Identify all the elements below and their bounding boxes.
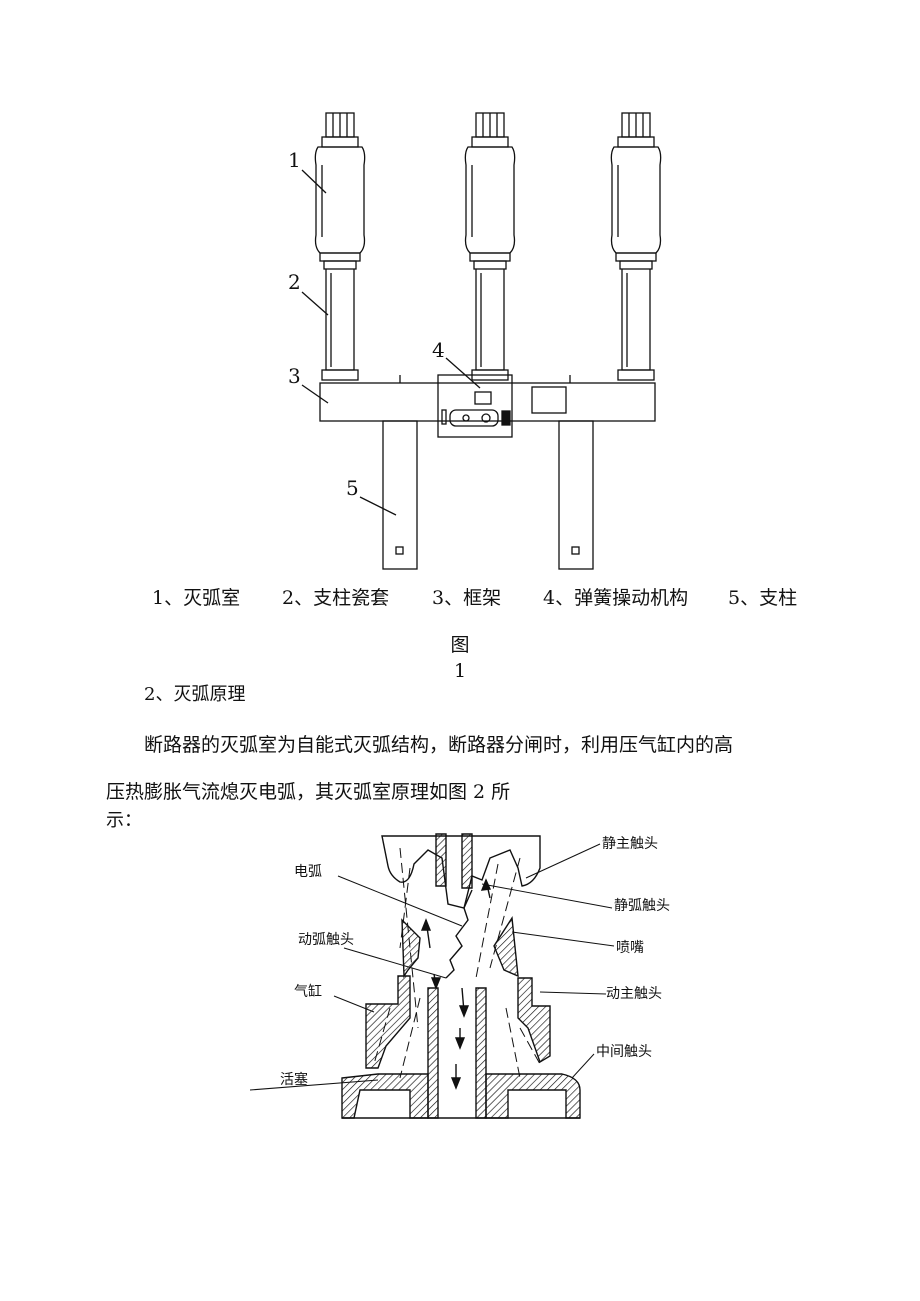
figure-1-label-line1: 图 xyxy=(450,634,470,656)
label-static-arc-contact: 静弧触头 xyxy=(614,898,670,914)
paragraph-line-1: 断路器的灭弧室为自能式灭弧结构，断路器分闸时，利用压气缸内的高 xyxy=(144,734,734,756)
leg-left xyxy=(382,420,418,570)
callout-2: 2 xyxy=(288,270,301,294)
callout-5: 5 xyxy=(346,476,359,500)
paragraph-line-2: 压热膨胀气流熄灭电弧，其灭弧室原理如图 2 所 xyxy=(106,781,511,803)
legend-item-3: 3、框架 xyxy=(432,587,502,609)
label-moving-main-contact: 动主触头 xyxy=(606,986,662,1002)
figure-2-arc-chamber: 静主触头 电弧 静弧触头 动弧触头 喷嘴 气缸 动主触头 中间触头 活塞 xyxy=(250,833,670,1119)
pole-left xyxy=(314,112,366,381)
mechanism-box xyxy=(437,374,513,438)
legend-item-4: 4、弹簧操动机构 xyxy=(543,587,689,609)
label-middle-contact: 中间触头 xyxy=(596,1044,652,1060)
callout-4: 4 xyxy=(432,338,445,362)
paragraph-line-3: 示： xyxy=(106,810,142,831)
label-arc: 电弧 xyxy=(294,864,322,880)
label-piston: 活塞 xyxy=(280,1071,308,1088)
pole-right xyxy=(610,112,662,381)
label-moving-arc-contact: 动弧触头 xyxy=(298,932,354,948)
callout-3: 3 xyxy=(288,364,301,388)
figure-1-label-line2: 1 xyxy=(453,660,467,682)
arc-path xyxy=(445,889,473,979)
figure-1-legend: 1、灭弧室 2、支柱瓷套 3、框架 4、弹簧操动机构 5、支柱 xyxy=(0,583,920,613)
legend-item-2: 2、支柱瓷套 xyxy=(282,587,390,609)
legend-item-1: 1、灭弧室 xyxy=(152,587,241,609)
label-static-main-contact: 静主触头 xyxy=(602,836,658,852)
legend-item-5: 5、支柱 xyxy=(728,587,798,609)
label-nozzle: 喷嘴 xyxy=(616,940,644,956)
section-heading: 2、灭弧原理 xyxy=(144,684,246,705)
label-cylinder: 气缸 xyxy=(294,983,322,1000)
callout-1: 1 xyxy=(288,148,301,172)
pole-middle xyxy=(464,112,516,381)
figure-1-breaker-drawing: 1 2 3 4 5 xyxy=(288,112,662,570)
leg-right xyxy=(558,420,594,570)
frame-beam xyxy=(319,382,656,422)
